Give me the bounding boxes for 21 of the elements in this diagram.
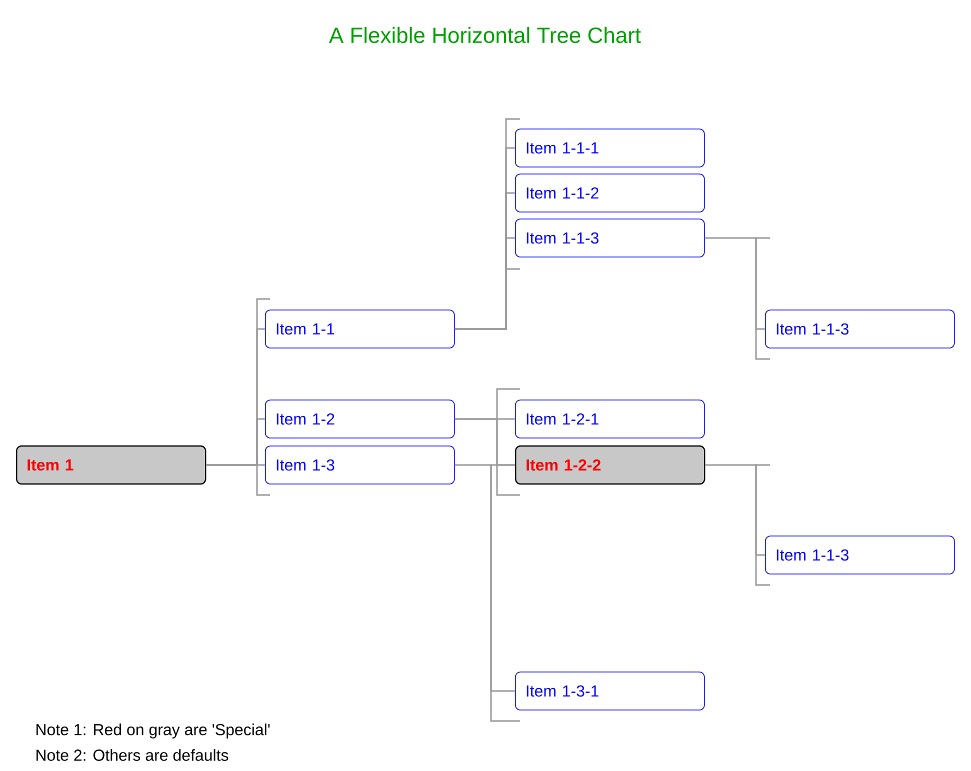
item-box: Item 1-2	[265, 400, 455, 438]
title: A Flexible Horizontal Tree Chart	[328, 26, 641, 44]
item-box: Item 1-3-1	[515, 672, 705, 710]
connector	[704, 237, 765, 330]
item-box: Item 1-1-1	[515, 128, 705, 168]
item-box: Item 1-3	[265, 446, 455, 484]
item-box: Item 1-1-3	[765, 536, 955, 574]
note: Note 2: Others are defaults	[36, 749, 228, 761]
connector	[705, 464, 765, 556]
item-box: Item 1-1	[265, 310, 455, 348]
item-box: Item 1-1-2	[515, 174, 705, 212]
item-box: Item 1-2-1	[515, 400, 705, 438]
item-box: Item 1-1-3	[765, 310, 955, 348]
special-item-box: Item 1-2-2	[515, 445, 706, 485]
connector	[454, 464, 515, 692]
connector	[454, 418, 515, 466]
special-item-box: Item 1	[16, 445, 206, 485]
connector	[454, 237, 515, 330]
item-box: Item 1-1-3	[515, 218, 705, 258]
connector	[206, 464, 265, 466]
note: Note 1: Red on gray are 'Special'	[36, 724, 270, 738]
